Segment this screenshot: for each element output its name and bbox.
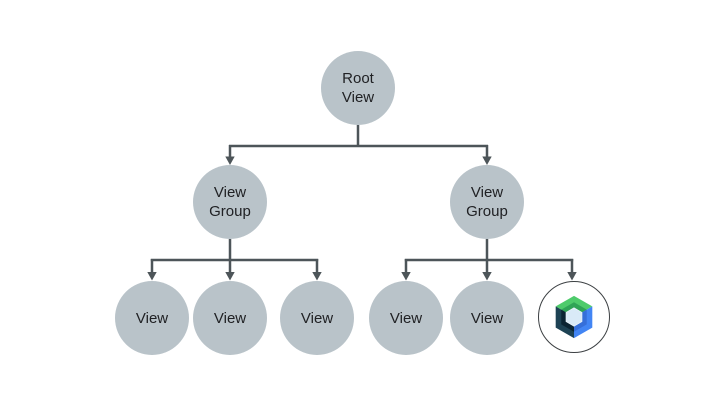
- view-label: View: [470, 309, 504, 327]
- view-label: View: [213, 309, 247, 327]
- root-view-node: Root View: [321, 51, 395, 125]
- view-label: View: [300, 309, 334, 327]
- view-label: View: [389, 309, 423, 327]
- view-label: View: [135, 309, 169, 327]
- view-group-label: View Group: [466, 184, 508, 220]
- view-group-node-left: View Group: [193, 165, 267, 239]
- view-group-label: View Group: [209, 184, 251, 220]
- view-node: View: [280, 281, 354, 355]
- jetpack-compose-icon: [555, 295, 593, 339]
- view-node: View: [115, 281, 189, 355]
- view-node: View: [450, 281, 524, 355]
- view-node: View: [193, 281, 267, 355]
- jetpack-compose-node: [538, 281, 610, 353]
- root-view-label: Root View: [341, 70, 375, 106]
- view-group-node-right: View Group: [450, 165, 524, 239]
- view-node: View: [369, 281, 443, 355]
